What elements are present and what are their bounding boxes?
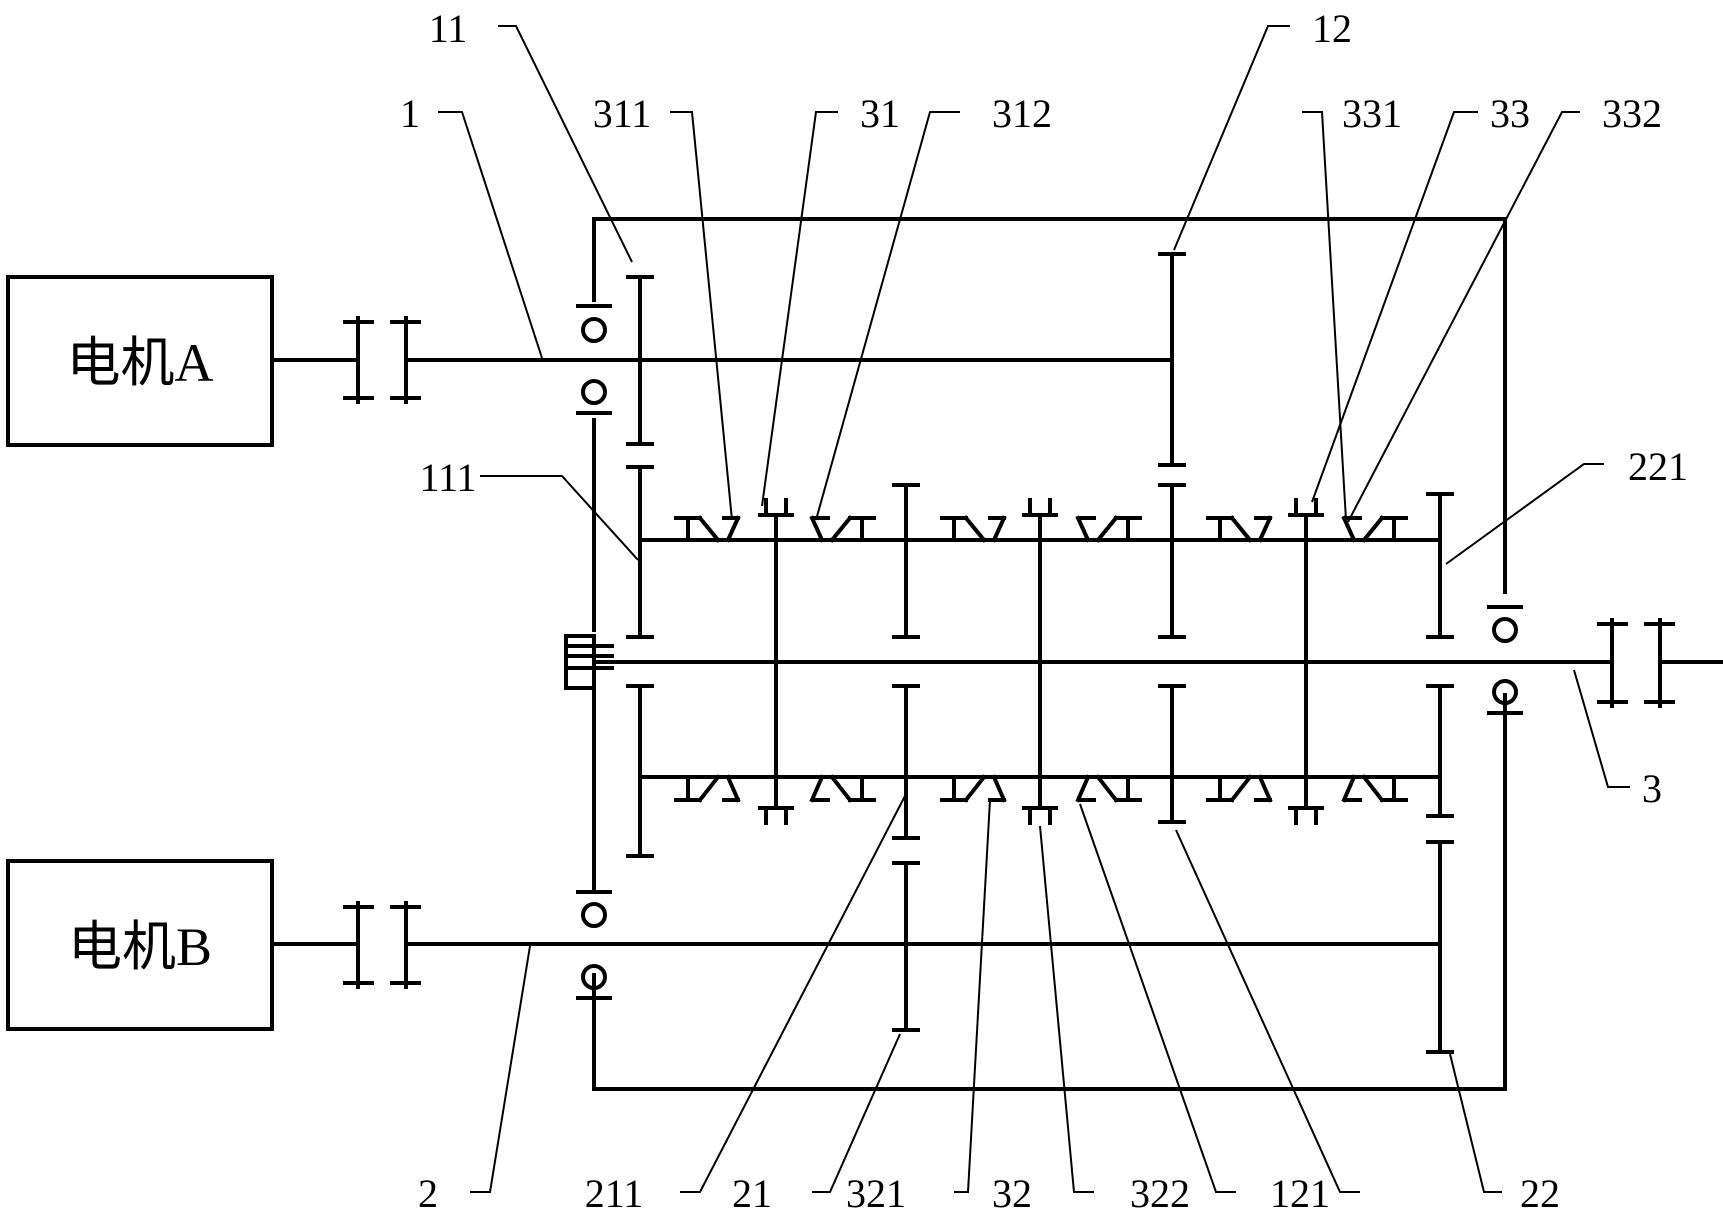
label-111: 111 <box>419 455 476 500</box>
label-11: 11 <box>429 6 468 51</box>
label-21: 21 <box>732 1171 772 1215</box>
gear-221 <box>1428 494 1452 816</box>
label-322: 322 <box>1130 1171 1190 1215</box>
motor-b-label: 电机B <box>68 917 212 977</box>
label-12: 12 <box>1312 6 1352 51</box>
coupling-a <box>345 318 419 402</box>
gear-21 <box>894 863 918 1030</box>
label-22: 22 <box>1520 1171 1560 1215</box>
label-121: 121 <box>1270 1171 1330 1215</box>
label-332: 332 <box>1602 91 1662 136</box>
leader-lines <box>438 26 1630 1192</box>
label-221: 221 <box>1628 444 1688 489</box>
label-2: 2 <box>418 1171 438 1215</box>
label-331: 331 <box>1342 91 1402 136</box>
motor-a-label: 电机A <box>67 333 214 393</box>
label-3: 3 <box>1642 766 1662 811</box>
label-211: 211 <box>585 1171 644 1215</box>
gear-121 <box>1160 485 1184 822</box>
label-321: 321 <box>846 1171 906 1215</box>
label-312: 312 <box>992 91 1052 136</box>
label-33: 33 <box>1490 91 1530 136</box>
label-32: 32 <box>992 1171 1032 1215</box>
label-1: 1 <box>400 91 420 136</box>
coupling-b <box>345 903 419 987</box>
gear-22 <box>1428 842 1452 1052</box>
label-311: 311 <box>593 91 652 136</box>
label-31: 31 <box>860 91 900 136</box>
bearings <box>578 306 1521 998</box>
